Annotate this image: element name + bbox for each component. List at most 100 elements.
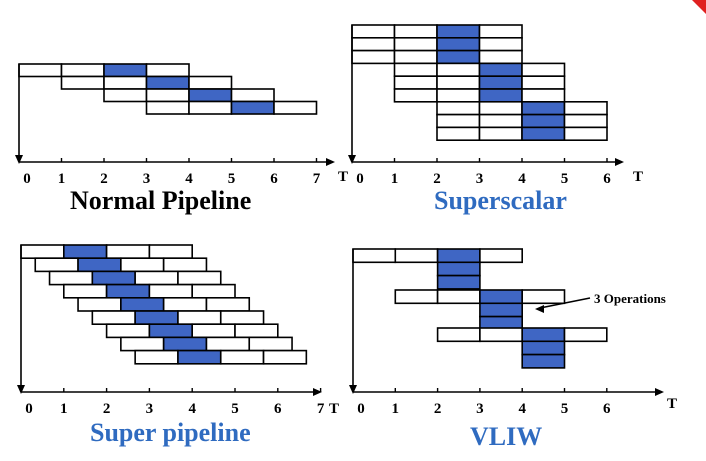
superpipeline-tick-label-5: 5 bbox=[231, 401, 239, 417]
superpipeline-pipeline-stage bbox=[191, 323, 236, 339]
superpipeline-pipeline-stage bbox=[191, 283, 236, 299]
normal-pipeline-stage bbox=[60, 75, 105, 90]
super-pipeline-title: Super pipeline bbox=[90, 418, 251, 447]
superpipeline-pipeline-stage bbox=[77, 296, 122, 312]
superpipeline-pipeline-stage bbox=[219, 349, 265, 365]
normal-tick-label-0: 0 bbox=[23, 171, 31, 187]
vliw-operation-slot bbox=[436, 248, 481, 264]
normal-tick-label-2: 2 bbox=[100, 171, 108, 187]
superscalar-tick-label-4: 4 bbox=[518, 171, 526, 187]
superpipeline-execute-stage bbox=[177, 349, 222, 365]
superpipeline-pipeline-stage bbox=[148, 283, 193, 299]
normal-pipeline-stage bbox=[145, 63, 190, 78]
superpipeline-pipeline-stage bbox=[262, 349, 308, 365]
vliw-operation-slot bbox=[479, 302, 523, 318]
vliw-x-axis-arrow bbox=[655, 388, 664, 396]
superpipeline-pipeline-stage bbox=[177, 310, 222, 325]
superscalar-execute-stage bbox=[478, 62, 523, 78]
superscalar-pipeline-stage bbox=[351, 49, 396, 65]
superscalar-pipeline-stage bbox=[351, 36, 396, 52]
vliw-operation-slot bbox=[521, 327, 566, 343]
superscalar-axis-t-label: T bbox=[633, 169, 643, 185]
normal-execute-stage bbox=[145, 75, 190, 90]
superscalar-tick-label-6: 6 bbox=[603, 171, 611, 187]
vliw-annotation-arrow-head bbox=[535, 305, 544, 313]
superpipeline-tick-label-2: 2 bbox=[103, 401, 111, 417]
superscalar-pipeline-stage bbox=[563, 113, 608, 129]
normal-execute-stage bbox=[188, 88, 233, 103]
superpipeline-pipeline-stage bbox=[120, 257, 165, 273]
normal-execute-stage bbox=[230, 100, 275, 115]
superscalar-pipeline-stage bbox=[478, 24, 523, 39]
normal-pipeline-stage bbox=[60, 63, 105, 78]
superscalar-x-axis-arrow bbox=[615, 158, 624, 166]
superscalar-pipeline-stage bbox=[393, 49, 438, 65]
superpipeline-tick-label-3: 3 bbox=[146, 401, 154, 417]
normal-pipeline-stage bbox=[145, 88, 190, 103]
vliw-instruction-stage bbox=[563, 327, 608, 343]
vliw-instruction-stage bbox=[436, 327, 481, 343]
normal-tick-label-6: 6 bbox=[270, 171, 278, 187]
normal-tick-label-5: 5 bbox=[228, 171, 236, 187]
vliw-instruction-stage bbox=[479, 248, 523, 264]
vliw-tick-label-3: 3 bbox=[476, 401, 484, 417]
superpipeline-execute-stage bbox=[148, 323, 193, 339]
superpipeline-pipeline-stage bbox=[177, 270, 222, 286]
normal-tick-label-1: 1 bbox=[58, 171, 66, 187]
superscalar-pipeline-stage bbox=[393, 24, 438, 39]
superscalar-pipeline-stage bbox=[521, 75, 566, 90]
superpipeline-execute-stage bbox=[62, 244, 108, 259]
superpipeline-pipeline-stage bbox=[48, 270, 94, 286]
vliw-tick-label-2: 2 bbox=[434, 401, 442, 417]
superpipeline-pipeline-stage bbox=[219, 310, 265, 325]
superscalar-pipeline-stage bbox=[563, 126, 608, 142]
superpipeline-pipeline-stage bbox=[234, 323, 279, 339]
superpipeline-pipeline-stage bbox=[248, 336, 293, 352]
superpipeline-tick-label-6: 6 bbox=[274, 401, 282, 417]
normal-axis-t-label: T bbox=[338, 169, 348, 185]
superpipeline-pipeline-stage bbox=[62, 283, 108, 299]
superpipeline-execute-stage bbox=[77, 257, 122, 273]
corner-marker bbox=[692, 0, 706, 14]
normal-tick-label-3: 3 bbox=[143, 171, 151, 187]
normal-pipeline-stage bbox=[103, 88, 148, 103]
superscalar-pipeline-stage bbox=[351, 24, 396, 39]
superscalar-pipeline-stage bbox=[436, 101, 481, 116]
superscalar-pipeline-stage bbox=[436, 126, 481, 142]
superscalar-pipeline-stage bbox=[436, 88, 481, 103]
vliw-operation-slot bbox=[436, 274, 481, 290]
superpipeline-tick-label-7: 7 bbox=[317, 401, 325, 417]
superpipeline-pipeline-stage bbox=[205, 336, 251, 352]
normal-pipeline-stage bbox=[230, 88, 275, 103]
vliw-instruction-stage bbox=[394, 289, 439, 305]
superscalar-execute-stage bbox=[436, 49, 481, 65]
superpipeline-execute-stage bbox=[91, 270, 136, 286]
superscalar-execute-stage bbox=[478, 88, 523, 103]
normal-pipeline-stage bbox=[18, 63, 63, 78]
superpipeline-pipeline-stage bbox=[34, 257, 79, 273]
normal-tick-label-4: 4 bbox=[185, 171, 193, 187]
superscalar-pipeline-stage bbox=[436, 62, 481, 78]
superscalar-execute-stage bbox=[521, 113, 566, 129]
vliw-instruction-stage bbox=[394, 248, 439, 264]
normal-pipeline-stage bbox=[273, 100, 318, 115]
vliw-tick-label-4: 4 bbox=[518, 401, 526, 417]
superpipeline-pipeline-stage bbox=[162, 257, 208, 273]
vliw-operation-slot bbox=[521, 340, 566, 356]
superpipeline-tick-label-4: 4 bbox=[188, 401, 196, 417]
superpipeline-pipeline-stage bbox=[105, 323, 151, 339]
superpipeline-pipeline-stage bbox=[105, 244, 151, 259]
vliw-instruction-stage bbox=[352, 248, 397, 264]
vliw-instruction-stage bbox=[479, 327, 523, 343]
superpipeline-pipeline-stage bbox=[20, 244, 65, 259]
superpipeline-execute-stage bbox=[134, 310, 179, 325]
vliw-instruction-stage bbox=[436, 289, 481, 305]
normal-pipeline-stage bbox=[188, 100, 233, 115]
normal-pipeline-title: Normal Pipeline bbox=[70, 186, 252, 215]
superscalar-execute-stage bbox=[436, 36, 481, 52]
normal-pipeline-stage bbox=[188, 75, 233, 90]
vliw-operation-slot bbox=[479, 289, 523, 305]
superscalar-pipeline-stage bbox=[436, 113, 481, 129]
normal-x-axis-arrow bbox=[326, 158, 335, 166]
